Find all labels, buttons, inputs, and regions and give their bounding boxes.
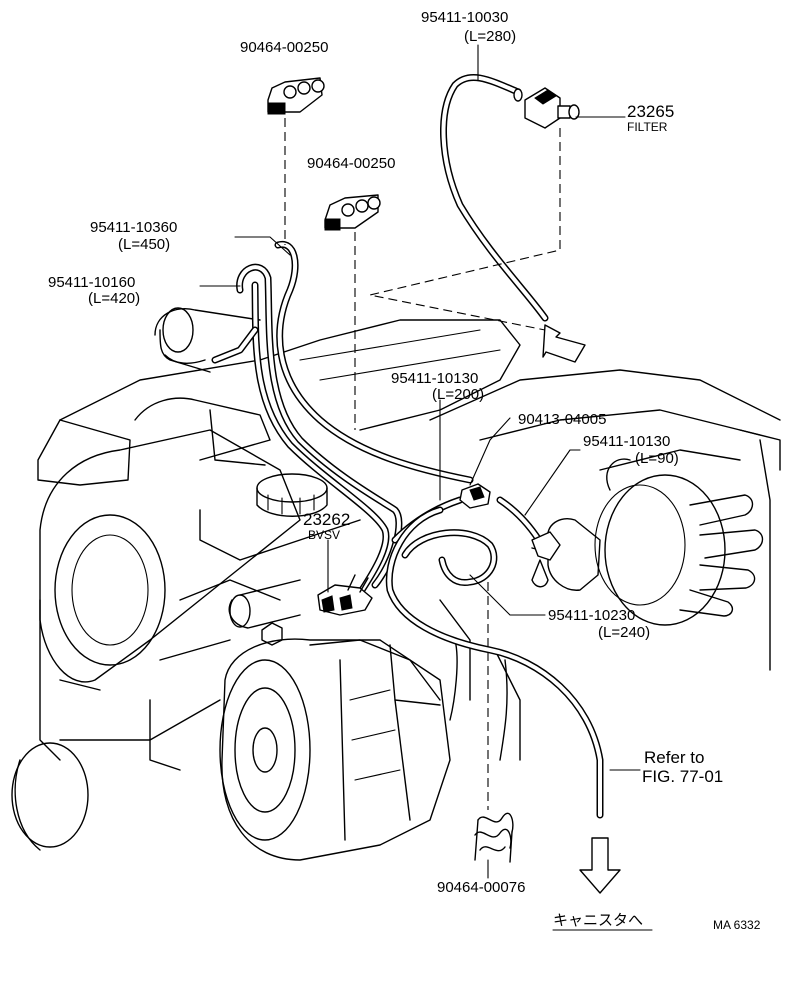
label-diagram-code: MA 6332 [713, 918, 761, 932]
clamp-icon [267, 77, 325, 115]
connector-icon [459, 483, 491, 509]
label-hose-90-length: (L=90) [635, 450, 679, 467]
label-filter-part: 23265 [627, 102, 674, 121]
bvsv-valve-icon [317, 574, 373, 616]
labels: 95411-10030 (L=280) 90464-00250 23265 FI… [48, 9, 761, 932]
fitting-icon [531, 531, 561, 588]
label-bvsv-name: BVSV [308, 528, 340, 542]
label-filter-name: FILTER [627, 120, 668, 134]
label-refer-line2: FIG. 77-01 [642, 767, 723, 786]
label-refer-line1: Refer to [644, 748, 704, 767]
label-clamp-mid-part: 90464-00250 [307, 155, 395, 172]
label-hose-top-part: 95411-10030 [421, 9, 508, 26]
filter-icon [513, 87, 580, 129]
label-hose-90-part: 95411-10130 [583, 433, 670, 450]
leader-lines [199, 44, 641, 879]
label-hose-top-length: (L=280) [464, 28, 516, 45]
label-canister: キャニスタへ [553, 912, 643, 929]
label-hose-200-length: (L=200) [432, 386, 484, 403]
engine-drawing [11, 307, 781, 861]
canister-arrow-icon [579, 837, 621, 894]
label-hose-420-length: (L=420) [88, 290, 140, 307]
clip-icon [474, 812, 514, 863]
label-clamp-top-part: 90464-00250 [240, 39, 328, 56]
reference-dashes [284, 118, 561, 810]
flow-arrow-icon [542, 324, 586, 363]
label-hose-200-part: 95411-10130 [391, 370, 478, 387]
label-hose-420-part: 95411-10160 [48, 274, 135, 291]
label-connector-part: 90413-04005 [518, 411, 606, 428]
label-hose-240-part: 95411-10230 [548, 607, 635, 624]
label-bvsv-part: 23262 [303, 510, 350, 529]
label-hose-450-part: 95411-10360 [90, 219, 177, 236]
label-hose-240-length: (L=240) [598, 624, 650, 641]
clamp-icon [324, 194, 381, 231]
label-clip-bottom-part: 90464-00076 [437, 879, 525, 896]
vacuum-hoses [211, 73, 604, 819]
label-hose-450-length: (L=450) [118, 236, 170, 253]
